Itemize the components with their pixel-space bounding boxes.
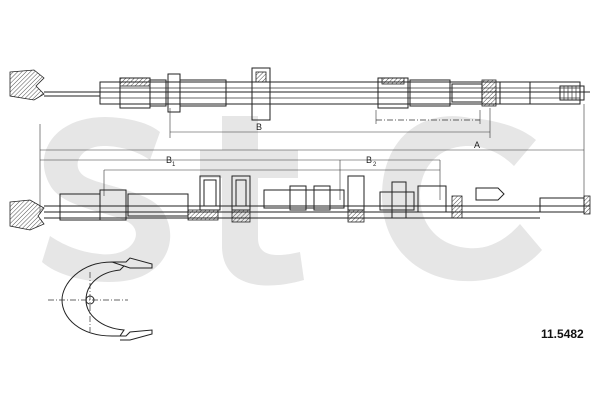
bottom-sleeve-ring-1 [289, 185, 307, 211]
dim-b2-subscript: 2 [373, 162, 377, 168]
top-fitting-hatch [119, 77, 151, 87]
bottom-fitting-3 [127, 193, 189, 217]
watermark-letter-s [42, 116, 171, 282]
bracket-arm-bottom [112, 329, 153, 341]
top-adjuster-nut [481, 79, 497, 107]
top-cable-view: B [9, 67, 590, 214]
top-left-end-fitting [9, 69, 45, 101]
bottom-adjuster-1 [379, 191, 415, 211]
bottom-clamp-hatch [231, 209, 251, 223]
bottom-clamp-1 [199, 175, 221, 211]
bottom-sleeve [263, 189, 345, 209]
watermark-letter-t [200, 116, 304, 286]
dim-b1-label: B [166, 155, 172, 165]
top-fitting-2 [149, 79, 167, 107]
top-adjuster-hatch [381, 77, 405, 85]
bottom-left-end-fitting [9, 199, 45, 231]
watermark-letter-c [382, 116, 542, 282]
bottom-clamp-2-inner [235, 179, 247, 207]
dim-b2-label: B [366, 155, 372, 165]
bottom-adjuster-3 [417, 185, 447, 213]
bottom-right-cap [583, 195, 591, 215]
bracket-detail [48, 257, 153, 341]
top-adjuster-3 [451, 83, 483, 103]
top-sheath [99, 81, 581, 105]
bottom-adjuster-tip [475, 187, 505, 201]
part-number-label: 11.5482 [541, 327, 584, 341]
dim-b1-subscript: 1 [172, 162, 176, 168]
bottom-fitting-hatch-1 [187, 209, 219, 221]
top-grommet [251, 67, 271, 121]
top-fitting-3 [167, 73, 181, 113]
bottom-fitting-2 [99, 189, 127, 221]
top-adjuster-2 [409, 79, 451, 107]
top-grommet-hatch [255, 71, 267, 83]
bottom-clamp-3-hatch [347, 209, 365, 223]
bracket-arm-top [112, 257, 153, 269]
top-adjuster-4 [499, 81, 531, 105]
top-fitting-4 [179, 79, 227, 107]
dimension-lines: A B 1 B 2 [40, 140, 584, 200]
watermark-logo [42, 116, 542, 286]
bottom-cable-view [9, 175, 591, 231]
bottom-adjuster-2 [391, 181, 407, 219]
bottom-adjuster-hatch [451, 195, 463, 219]
bottom-right-end [539, 197, 585, 213]
bottom-sleeve-ring-2 [313, 185, 331, 211]
dim-a-label: A [474, 140, 480, 150]
bottom-clamp-1-inner [203, 179, 217, 207]
bottom-clamp-3 [347, 175, 365, 211]
dim-b-label: B [256, 122, 262, 132]
